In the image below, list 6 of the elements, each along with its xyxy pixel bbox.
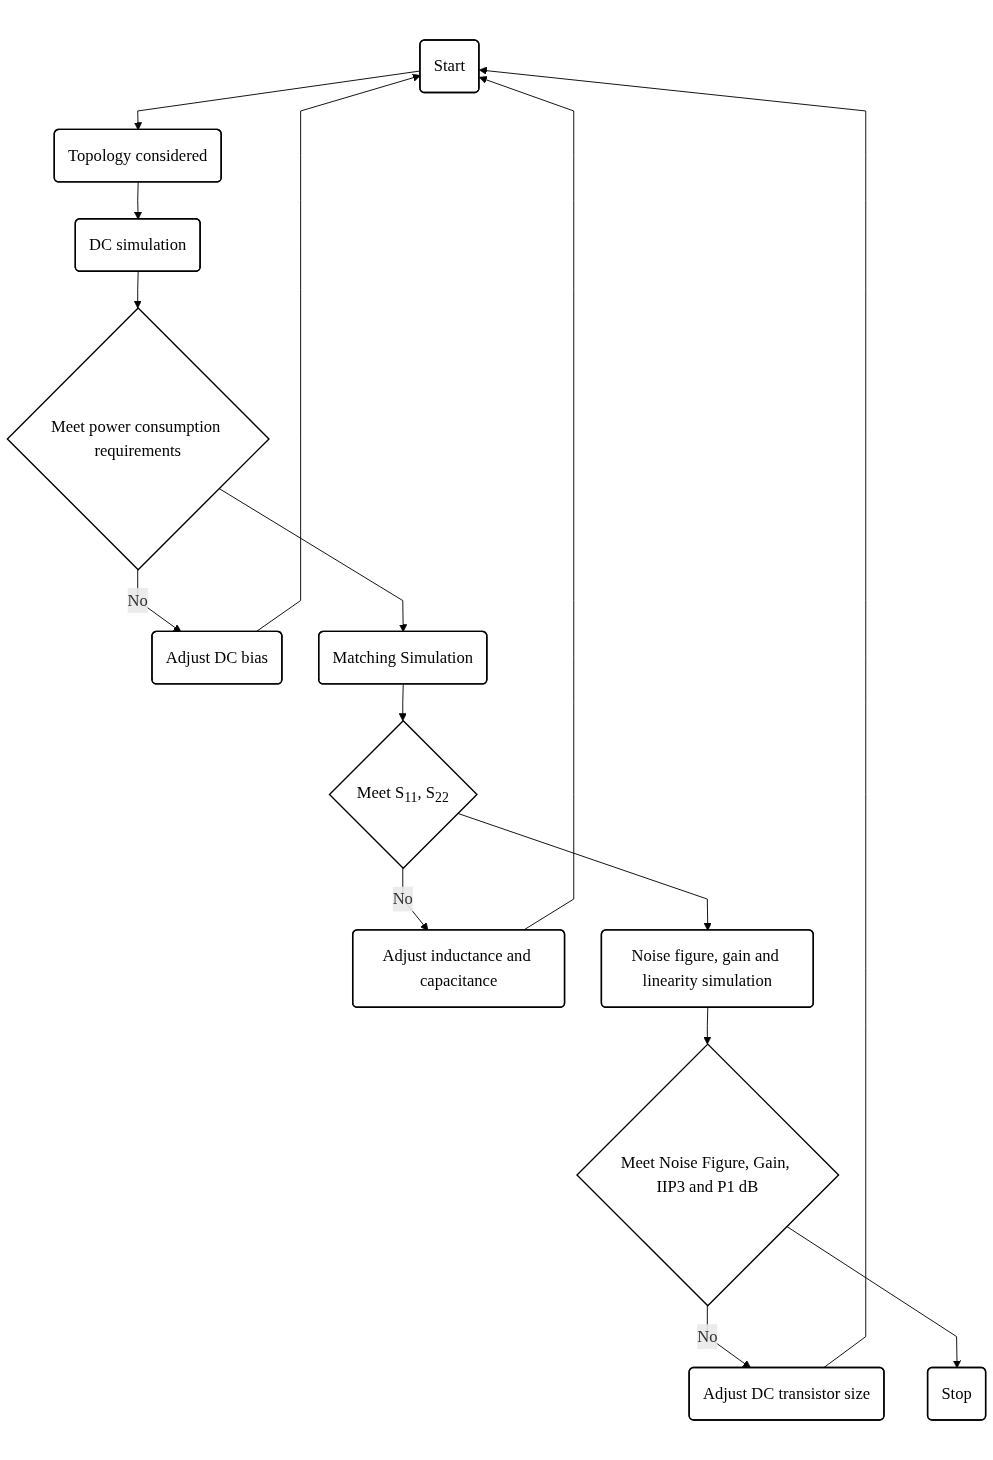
edge-label: No [697,1326,718,1346]
edge-label: No [127,590,148,610]
node-diamond: Meet power consumption requirements [6,307,270,571]
edge-label: No [392,889,413,908]
node-diamond: Meet Noise Figure, Gain, IIP3 and P1 dB [576,1043,840,1307]
node-diamond: Meet S$_{11}$, S$_{22}$ [328,719,478,870]
